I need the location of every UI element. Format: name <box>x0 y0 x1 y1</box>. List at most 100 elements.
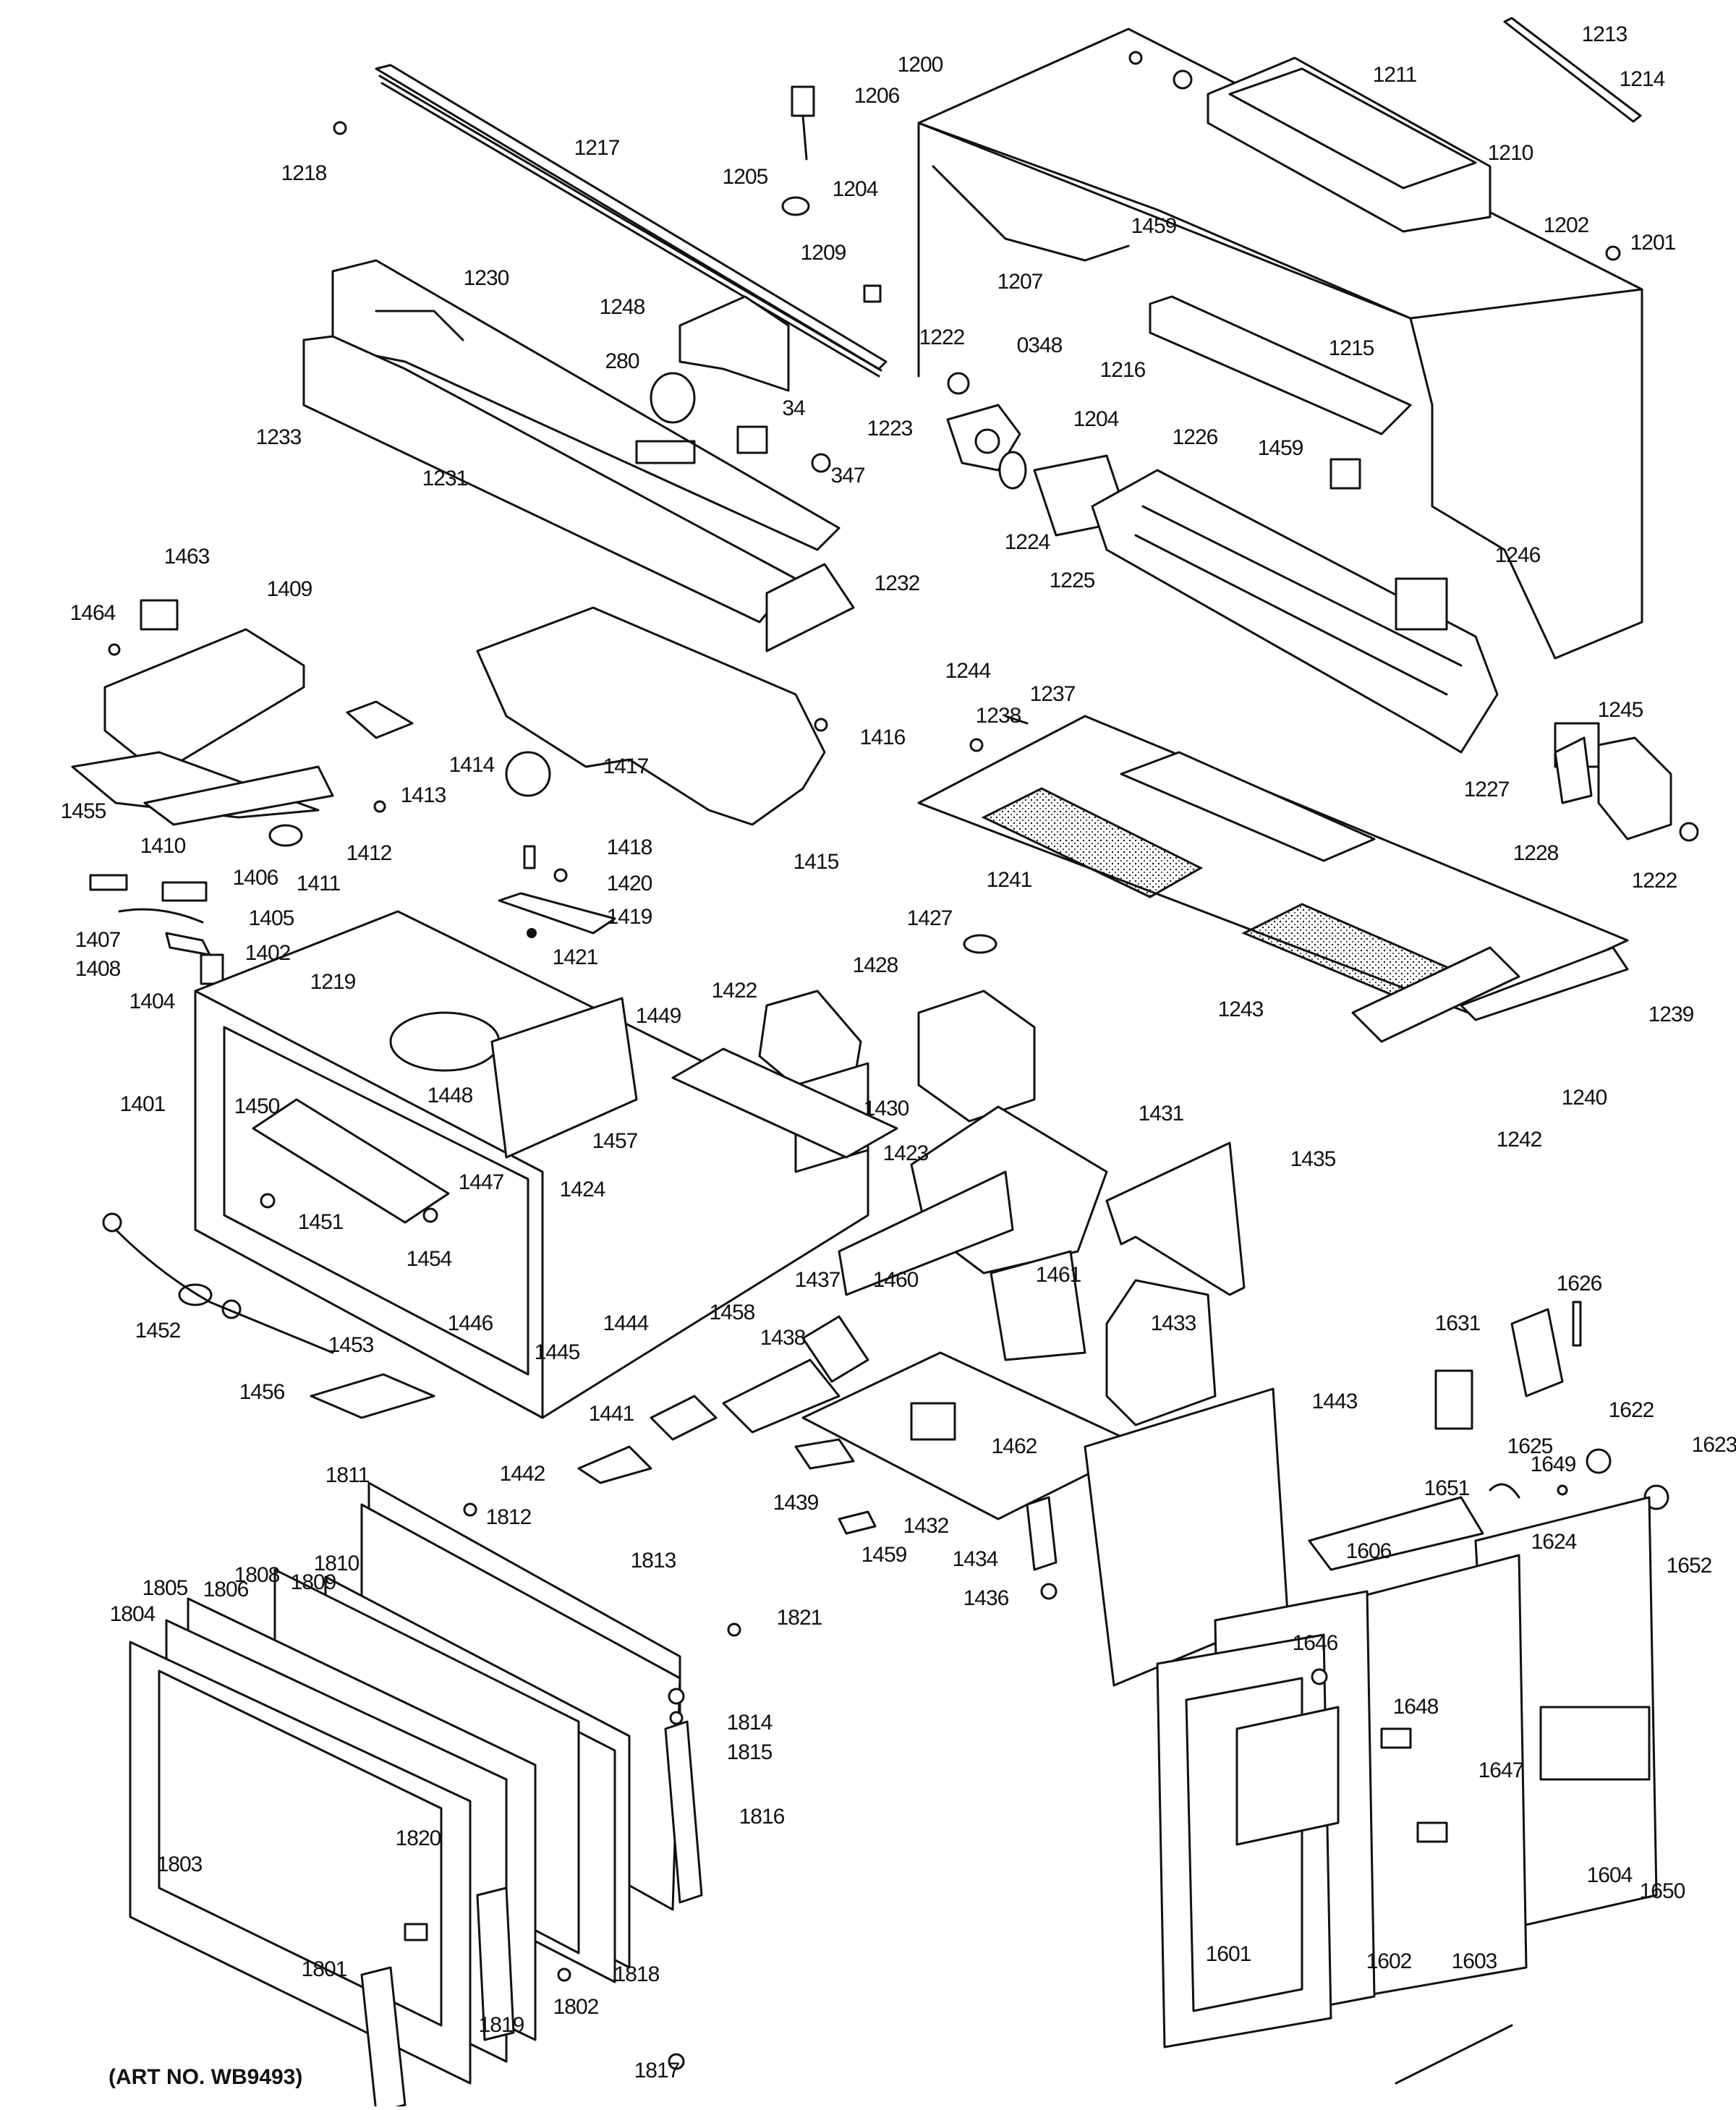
part-label-1424: 1424 <box>559 1178 606 1201</box>
part-label-1811: 1811 <box>325 1463 370 1487</box>
part-label-1624: 1624 <box>1531 1530 1578 1554</box>
part-label-1433: 1433 <box>1150 1311 1197 1335</box>
part-label-1243: 1243 <box>1217 997 1264 1021</box>
part-label-1816: 1816 <box>739 1805 786 1829</box>
transformer-area <box>838 1105 1246 1426</box>
part-label-1420: 1420 <box>606 872 653 896</box>
part-label-1810: 1810 <box>313 1552 360 1575</box>
part-label-1441: 1441 <box>588 1402 635 1426</box>
part-label-1437: 1437 <box>794 1268 841 1292</box>
rod-1213 <box>1503 17 1642 123</box>
art-number-caption: (ART NO. WB9493) <box>109 2065 303 2089</box>
part-label-1430: 1430 <box>863 1097 910 1120</box>
part-label-1218: 1218 <box>281 161 328 185</box>
part-label-1460: 1460 <box>872 1268 919 1292</box>
part-label-1439: 1439 <box>773 1491 820 1515</box>
part-label-1237: 1237 <box>1029 682 1076 706</box>
part-label-1231: 1231 <box>422 467 469 490</box>
part-label-1821: 1821 <box>776 1606 823 1630</box>
part-label-1207: 1207 <box>997 270 1044 294</box>
part-label-1240: 1240 <box>1561 1086 1608 1110</box>
part-label-1216: 1216 <box>1099 358 1146 382</box>
part-label-1248: 1248 <box>599 295 646 319</box>
part-label-1418: 1418 <box>606 835 653 859</box>
part-label-1649: 1649 <box>1530 1452 1577 1476</box>
part-label-1209: 1209 <box>800 241 847 265</box>
part-label-1210: 1210 <box>1487 141 1534 165</box>
part-label-1201: 1201 <box>1630 231 1677 255</box>
part-label-1817: 1817 <box>634 2059 681 2083</box>
strip-1217 <box>375 64 888 378</box>
part-label-1407: 1407 <box>75 928 122 952</box>
part-label-1813: 1813 <box>630 1549 677 1573</box>
part-label-1815: 1815 <box>726 1740 773 1764</box>
part-label-1652: 1652 <box>1666 1554 1713 1578</box>
part-label-1421: 1421 <box>552 945 599 969</box>
part-label-1442: 1442 <box>499 1462 546 1486</box>
part-label-1461: 1461 <box>1035 1263 1082 1287</box>
part-label-1213: 1213 <box>1581 22 1628 46</box>
part-label-0348: 0348 <box>1016 333 1063 357</box>
duct-1415 <box>476 606 828 826</box>
part-label-1820: 1820 <box>395 1826 442 1850</box>
blower-assembly-1225 <box>998 451 1499 754</box>
cover-1409 <box>71 599 414 847</box>
outer-case-1200 <box>917 27 1643 660</box>
part-label-1452: 1452 <box>135 1319 182 1343</box>
part-label-1423: 1423 <box>882 1141 929 1165</box>
part-label-1806: 1806 <box>203 1578 250 1601</box>
oven-cavity-1401 <box>194 910 869 1419</box>
part-label-1245: 1245 <box>1597 698 1644 722</box>
part-label-1211: 1211 <box>1372 63 1418 87</box>
part-label-1606: 1606 <box>1345 1539 1392 1563</box>
door-assembly <box>129 1481 741 2110</box>
part-label-1464: 1464 <box>69 601 116 625</box>
part-label-1432: 1432 <box>903 1514 950 1538</box>
part-label-1801: 1801 <box>301 1957 348 1981</box>
part-label-1204-mid: 1204 <box>1073 407 1120 431</box>
part-label-1226: 1226 <box>1172 425 1219 449</box>
part-label-1443: 1443 <box>1311 1390 1358 1413</box>
part-label-1217: 1217 <box>574 136 621 160</box>
part-label-1459-top: 1459 <box>1131 214 1178 238</box>
part-label-1436: 1436 <box>963 1586 1010 1610</box>
part-label-1451: 1451 <box>297 1210 344 1234</box>
part-label-1404: 1404 <box>129 990 176 1013</box>
part-label-1462: 1462 <box>991 1434 1038 1458</box>
part-label-1447: 1447 <box>458 1170 505 1194</box>
part-label-1227: 1227 <box>1463 778 1510 801</box>
part-label-1246: 1246 <box>1494 543 1541 567</box>
part-label-1457: 1457 <box>592 1129 639 1153</box>
hardware-center <box>498 845 616 938</box>
small-connectors-top <box>333 85 1621 303</box>
part-label-1603: 1603 <box>1451 1949 1498 1973</box>
part-label-1409: 1409 <box>266 577 313 601</box>
part-label-1214: 1214 <box>1619 67 1666 91</box>
part-label-1435: 1435 <box>1290 1147 1337 1171</box>
base-plate-1432 <box>722 1315 1144 1600</box>
misc-lower-left <box>102 1212 718 1484</box>
part-label-1803: 1803 <box>156 1852 203 1876</box>
part-label-1222-top: 1222 <box>919 326 966 349</box>
part-label-1230: 1230 <box>463 266 510 290</box>
part-label-1225: 1225 <box>1049 569 1096 592</box>
part-label-1215: 1215 <box>1328 336 1375 360</box>
control-panel-assembly <box>1156 1496 1658 2085</box>
part-label-1222-right: 1222 <box>1631 869 1678 893</box>
part-label-1449: 1449 <box>635 1004 682 1028</box>
part-label-1438: 1438 <box>760 1326 807 1350</box>
part-label-1200: 1200 <box>897 53 944 77</box>
part-label-1401: 1401 <box>119 1092 166 1116</box>
part-label-1415: 1415 <box>793 850 840 874</box>
part-label-1647: 1647 <box>1478 1758 1525 1782</box>
part-label-1456: 1456 <box>239 1380 286 1404</box>
part-label-1446: 1446 <box>447 1311 494 1335</box>
panel-1230 <box>302 259 855 652</box>
part-label-1244: 1244 <box>945 659 992 683</box>
part-label-1406: 1406 <box>232 866 279 890</box>
part-label-1408: 1408 <box>75 957 122 981</box>
part-label-1413: 1413 <box>400 783 447 807</box>
part-label-1238: 1238 <box>975 704 1022 728</box>
